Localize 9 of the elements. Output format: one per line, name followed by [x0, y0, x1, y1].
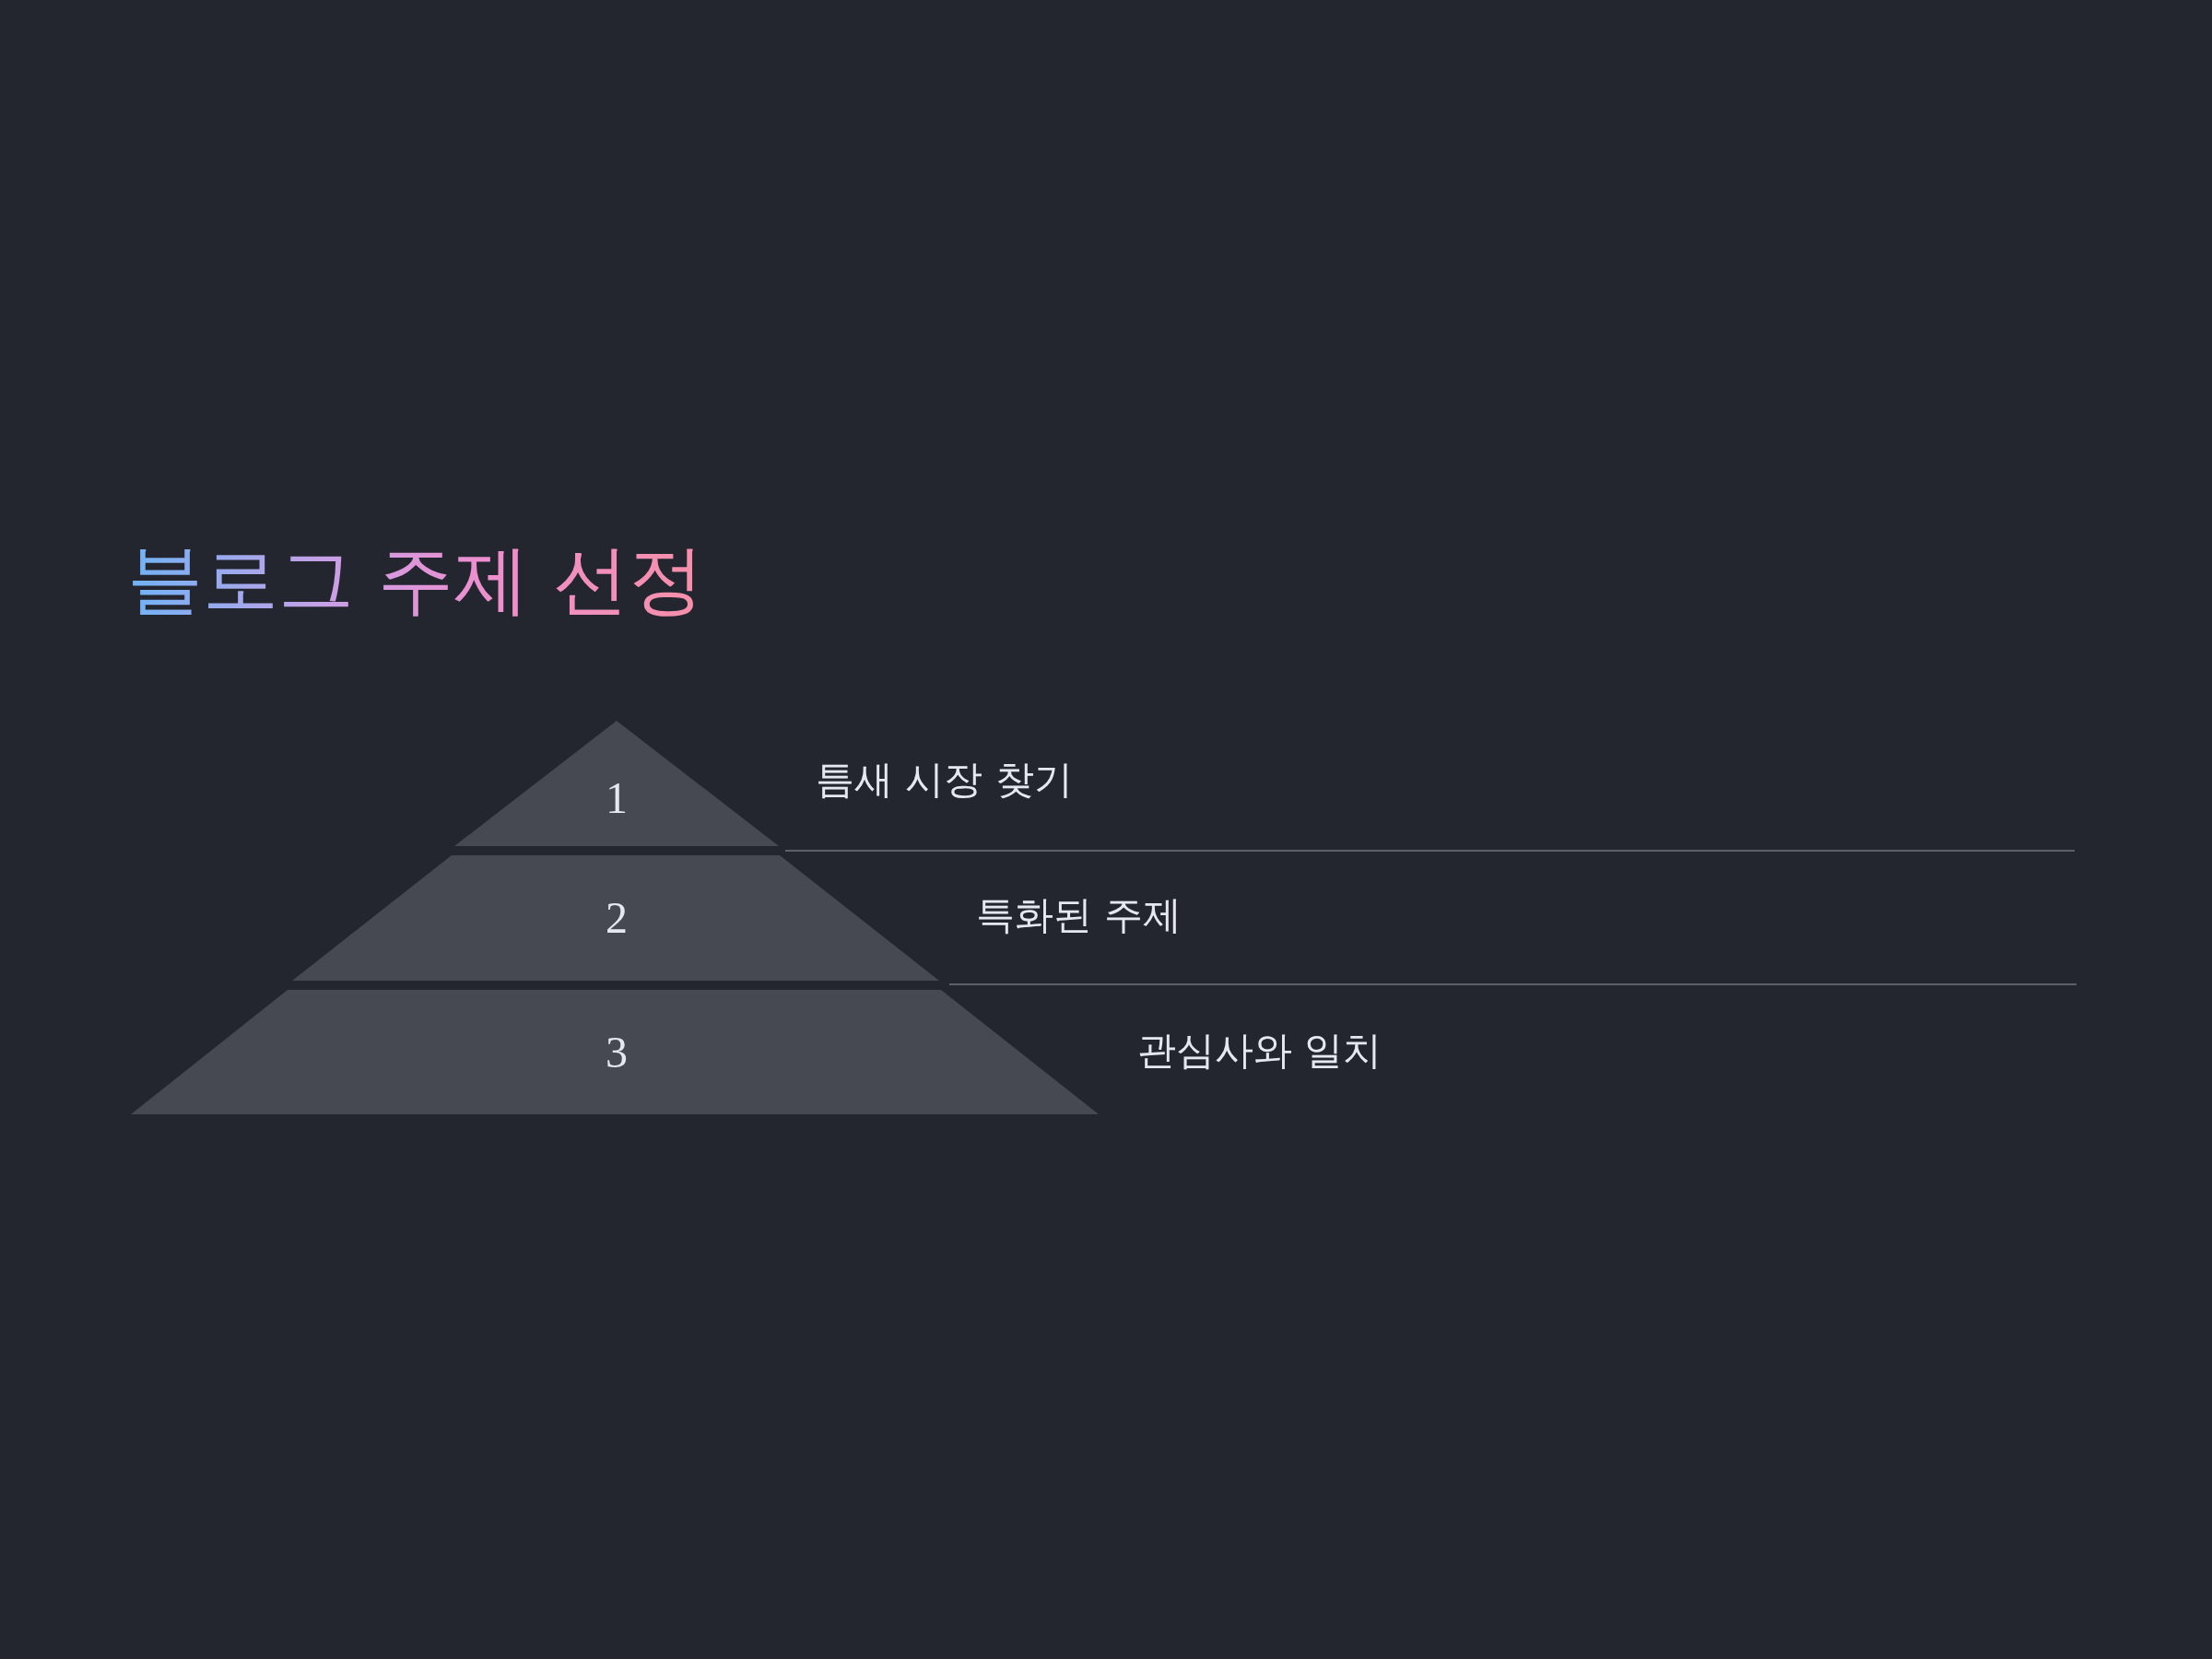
- tier-label: 틈새 시장 찾기: [816, 756, 1073, 804]
- tier-label: 특화된 주제: [976, 891, 1182, 939]
- tier-number: 1: [606, 776, 628, 821]
- pyramid-tier: [454, 721, 779, 846]
- tier-number: 3: [606, 1030, 628, 1075]
- tier-number: 2: [606, 896, 628, 940]
- pyramid-tier: [292, 855, 939, 981]
- tier-label: 관심사와 일치: [1137, 1027, 1382, 1075]
- pyramid-tier: [131, 990, 1099, 1114]
